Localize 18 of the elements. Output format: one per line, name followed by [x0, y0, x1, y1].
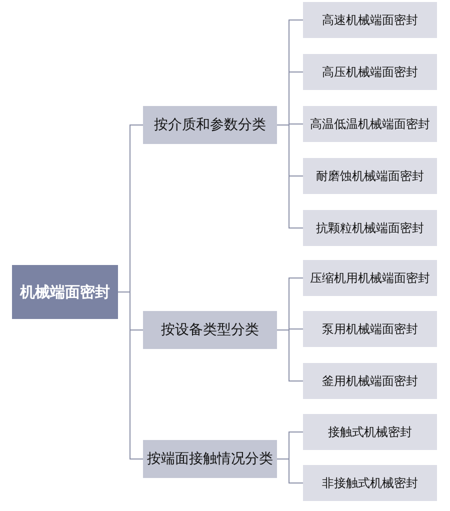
item-box: 接触式机械密封 [303, 414, 437, 450]
item-box: 高速机械端面密封 [303, 2, 437, 38]
item-box: 非接触式机械密封 [303, 465, 437, 501]
item-box: 压缩机用机械端面密封 [303, 260, 437, 296]
item-box: 釜用机械端面密封 [303, 363, 437, 399]
root-box: 机械端面密封 [12, 265, 118, 319]
item-box: 高温低温机械端面密封 [303, 106, 437, 142]
category-box: 按介质和参数分类 [143, 106, 277, 144]
connector-line [276, 124, 304, 228]
item-box: 耐磨蚀机械端面密封 [303, 158, 437, 194]
item-box: 抗颗粒机械端面密封 [303, 210, 437, 246]
item-box: 泵用机械端面密封 [303, 311, 437, 347]
connector-line [276, 458, 304, 484]
category-box: 按端面接触情况分类 [143, 440, 277, 478]
connector-line [118, 292, 144, 460]
category-box: 按设备类型分类 [143, 311, 277, 349]
connector-line [276, 330, 304, 382]
item-box: 高压机械端面密封 [303, 54, 437, 90]
